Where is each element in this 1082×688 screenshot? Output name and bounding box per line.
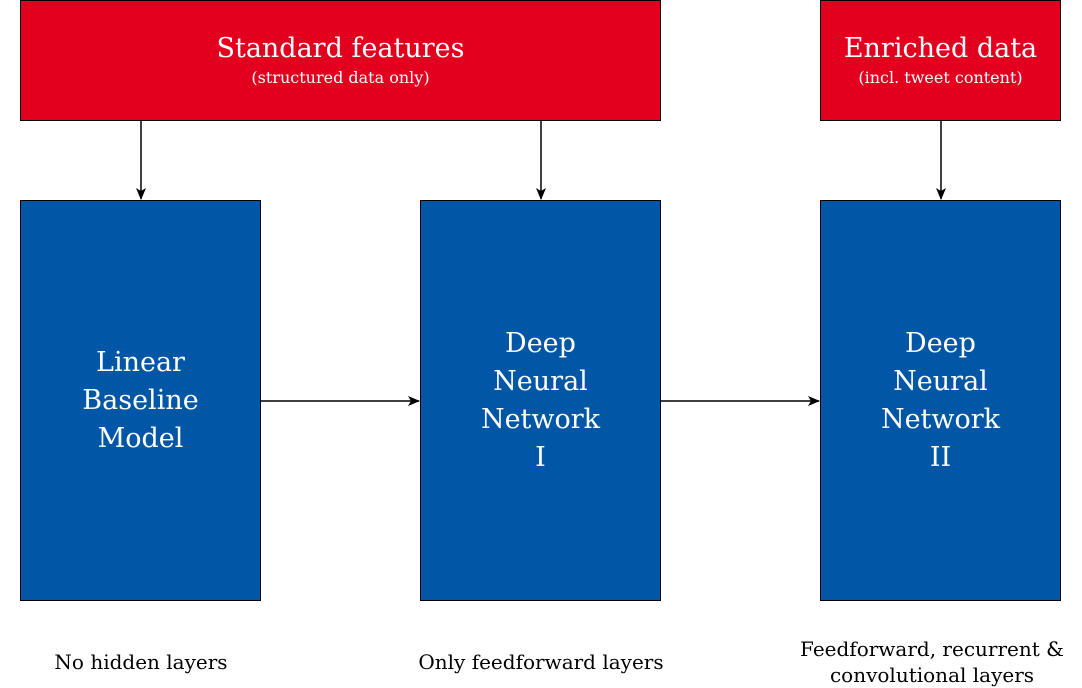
model-label-line: II (929, 441, 952, 473)
model-label-line: Neural (493, 365, 588, 397)
model-label-line: Network (880, 403, 1001, 435)
enriched-data-subtitle: (incl. tweet content) (858, 67, 1023, 87)
model-label-line: I (535, 441, 546, 473)
caption-dnn2: Feedforward, recurrent & convolutional l… (782, 636, 1082, 688)
linear-baseline-model-box: Linear Baseline Model (20, 200, 261, 601)
model-label-line: Network (480, 403, 601, 435)
model-label-line: Deep (905, 327, 976, 359)
caption-line: Feedforward, recurrent & (800, 637, 1064, 661)
enriched-data-title: Enriched data (843, 32, 1038, 64)
deep-neural-network-2-box: Deep Neural Network II (820, 200, 1061, 601)
enriched-data-box: Enriched data (incl. tweet content) (820, 0, 1061, 121)
caption-line: Only feedforward layers (418, 650, 664, 674)
standard-features-subtitle: (structured data only) (251, 67, 430, 87)
standard-features-box: Standard features (structured data only) (20, 0, 661, 121)
model-label-line: Baseline (82, 384, 199, 416)
model-label-line: Linear (96, 346, 185, 378)
standard-features-title: Standard features (216, 32, 465, 64)
model-label-line: Deep (505, 327, 576, 359)
caption-dnn1: Only feedforward layers (380, 649, 702, 675)
model-label-line: Neural (893, 365, 988, 397)
model-label-line: Model (97, 422, 184, 454)
deep-neural-network-1-box: Deep Neural Network I (420, 200, 661, 601)
caption-line: No hidden layers (54, 650, 228, 674)
caption-line: convolutional layers (829, 663, 1035, 687)
caption-linear-model: No hidden layers (0, 649, 282, 675)
